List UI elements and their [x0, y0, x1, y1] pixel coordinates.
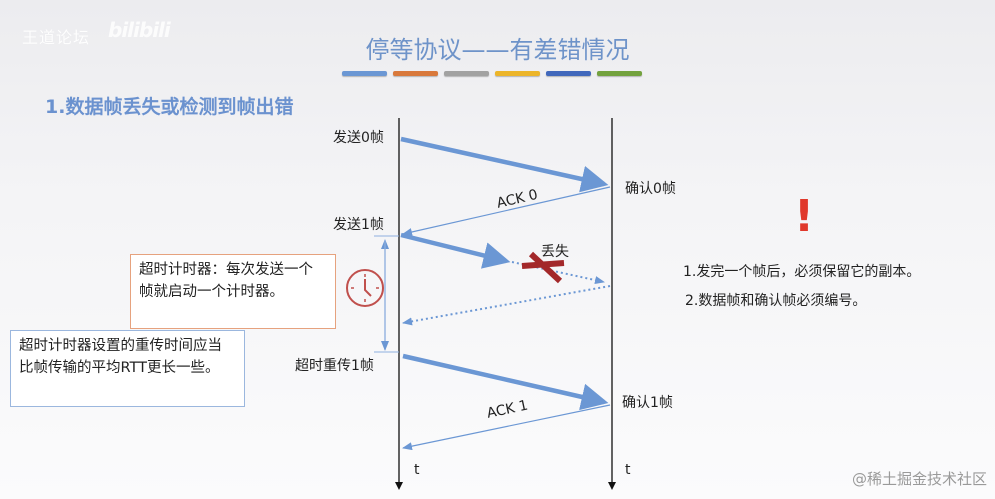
bilibili-watermark: bilibili [108, 18, 171, 42]
note-item-2: 2.数据帧和确认帧必须编号。 [685, 293, 867, 309]
timer-explanation-box: 超时计时器：每次发送一个帧就启动一个计时器。 [130, 254, 336, 329]
retransmit-frame1-label: 超时重传1帧 [295, 358, 374, 374]
section-heading: 1.数据帧丢失或检测到帧出错 [45, 96, 294, 118]
ack0-arrow [402, 186, 611, 236]
retransmit-frame1-arrow [402, 353, 609, 411]
slide-title: 停等协议——有差错情况 [365, 36, 630, 64]
color-bar-strip [342, 71, 642, 76]
confirm-frame0-label: 确认0帧 [625, 181, 676, 197]
color-bar [342, 71, 387, 76]
send-frame0-label: 发送0帧 [333, 130, 384, 146]
ack1-arrow [402, 404, 611, 451]
frame1-arrow [400, 232, 511, 269]
receiver-time-label: t [625, 462, 631, 478]
lost-label: 丢失 [541, 244, 569, 260]
sender-time-label: t [414, 462, 420, 478]
timeout-dotted-arrow [402, 285, 611, 326]
color-bar [597, 71, 642, 76]
send-frame1-label: 发送1帧 [333, 217, 384, 233]
confirm-frame1-label: 确认1帧 [622, 395, 673, 411]
juejin-watermark: @稀土掘金技术社区 [851, 470, 987, 488]
frame0-arrow [400, 136, 609, 193]
clock-icon [346, 269, 384, 307]
color-bar [393, 71, 438, 76]
color-bar [444, 71, 489, 76]
lost-x-mark [521, 251, 565, 284]
exclamation-icon: ! [794, 191, 815, 242]
color-bar [495, 71, 540, 76]
rtt-explanation-box: 超时计时器设置的重传时间应当比帧传输的平均RTT更长一些。 [10, 330, 245, 407]
note-item-1: 1.发完一个帧后，必须保留它的副本。 [683, 264, 921, 280]
color-bar [546, 71, 591, 76]
wangdao-watermark: 王道论坛 [22, 28, 91, 47]
